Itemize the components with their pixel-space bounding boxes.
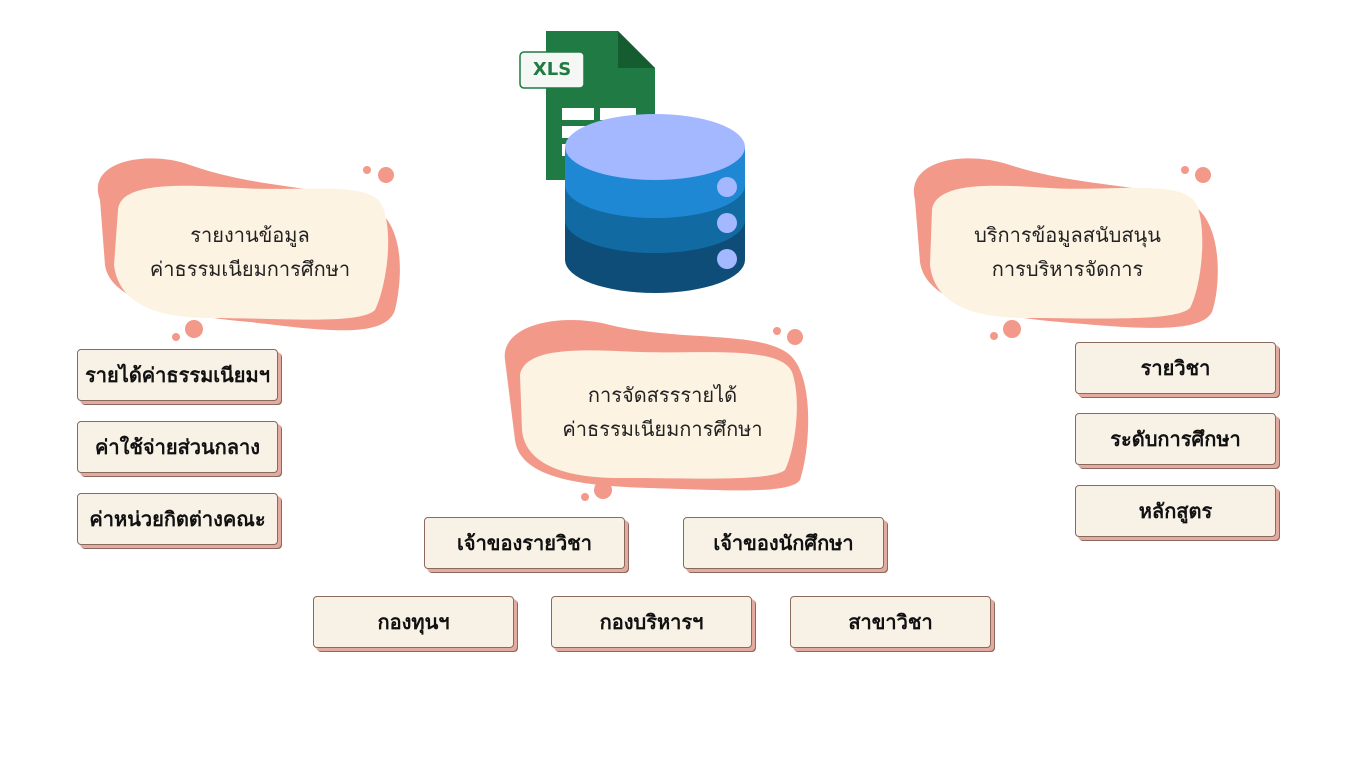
right-topic-blob: [913, 158, 1218, 340]
left-item-credit-fee: ค่าหน่วยกิตต่างคณะ: [77, 493, 278, 545]
topic-left-line1: รายงานข้อมูล: [190, 223, 310, 247]
topic-right: บริการข้อมูลสนับสนุน การบริหารจัดการ: [925, 218, 1210, 286]
left-item-central-expense: ค่าใช้จ่ายส่วนกลาง: [77, 421, 278, 473]
left-topic-blob: [97, 158, 400, 341]
topic-right-line1: บริการข้อมูลสนับสนุน: [974, 223, 1161, 247]
center-item-admin-division: กองบริหารฯ: [551, 596, 752, 648]
topic-left: รายงานข้อมูล ค่าธรรมเนียมการศึกษา: [110, 218, 390, 286]
topic-center: การจัดสรรรายได้ ค่าธรรมเนียมการศึกษา: [520, 378, 805, 446]
center-item-fund: กองทุนฯ: [313, 596, 514, 648]
left-item-income: รายได้ค่าธรรมเนียมฯ: [77, 349, 278, 401]
right-item-curriculum: หลักสูตร: [1075, 485, 1276, 537]
center-item-course-owner: เจ้าของรายวิชา: [424, 517, 625, 569]
center-item-department: สาขาวิชา: [790, 596, 991, 648]
right-item-course: รายวิชา: [1075, 342, 1276, 394]
topic-center-line1: การจัดสรรรายได้: [587, 383, 738, 407]
center-item-student-owner: เจ้าของนักศึกษา: [683, 517, 884, 569]
center-topic-blob: [504, 320, 809, 501]
right-item-education-level: ระดับการศึกษา: [1075, 413, 1276, 465]
topic-left-line2: ค่าธรรมเนียมการศึกษา: [149, 257, 351, 281]
topic-right-line2: การบริหารจัดการ: [991, 257, 1144, 281]
database-icon: [565, 114, 745, 293]
xls-label: XLS: [532, 59, 572, 80]
topic-center-line2: ค่าธรรมเนียมการศึกษา: [562, 417, 763, 441]
